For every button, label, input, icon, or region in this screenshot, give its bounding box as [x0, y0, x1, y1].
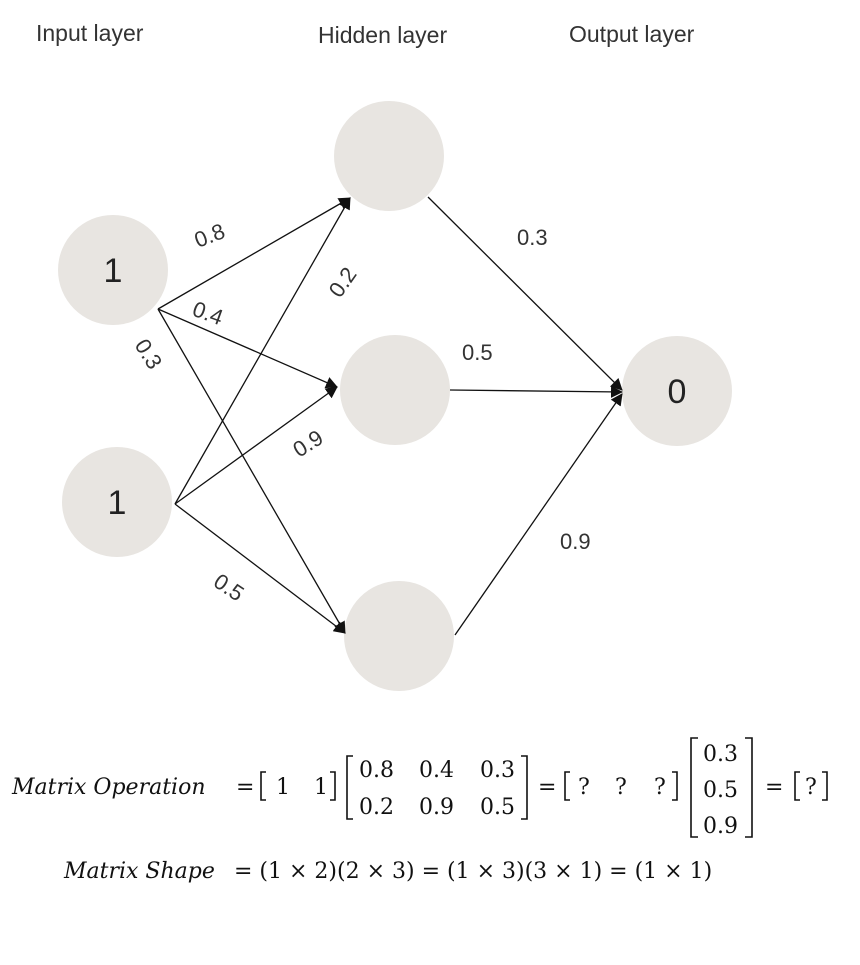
output-layer-title: Output layer [569, 21, 695, 47]
output-weights-left-bracket [690, 737, 698, 838]
result-value: ? [805, 775, 817, 800]
edge-h2-o [449, 385, 623, 398]
weight-matrix-r1c1: 0.8 [359, 758, 394, 783]
hidden-node-3 [344, 581, 454, 691]
matrix-operation-equation: Matrix Operation = 1 1 0.8 0.4 0.3 0.2 0… [11, 737, 828, 839]
hidden-vector-value-3: ? [654, 775, 666, 800]
equals-sign-3: = [765, 775, 783, 800]
output-weight-1: 0.3 [703, 742, 738, 767]
hidden-node-1 [334, 101, 444, 211]
weight-matrix-r2c2: 0.9 [419, 795, 454, 820]
matrix-shape-label: Matrix Shape [63, 859, 215, 884]
weight-h3-o: 0.9 [560, 529, 591, 554]
output-node-value: 0 [668, 373, 687, 411]
edge-i1-h3 [157, 308, 346, 634]
weight-h1-o: 0.3 [517, 225, 548, 250]
edge-i2-h1 [174, 197, 351, 505]
equals-sign-1: = [236, 775, 254, 800]
weight-matrix-r2c1: 0.2 [359, 795, 394, 820]
output-node [622, 336, 732, 446]
row-vector-right-bracket [330, 771, 336, 801]
equals-sign-2: = [538, 775, 556, 800]
input-node-2 [62, 447, 172, 557]
output-weight-2: 0.5 [703, 778, 738, 803]
result-right-bracket [822, 771, 828, 801]
row-vector-left-bracket [260, 771, 266, 801]
weight-matrix-r1c2: 0.4 [419, 758, 454, 783]
hidden-layer-title: Hidden layer [318, 22, 447, 48]
hidden-vector-value-2: ? [615, 775, 627, 800]
edge-h3-o [454, 393, 623, 636]
input-node-1-value: 1 [104, 252, 123, 290]
result-left-bracket [794, 771, 800, 801]
row-vector-value-1: 1 [276, 775, 290, 800]
input-node-1 [58, 215, 168, 325]
input-node-2-value: 1 [108, 484, 127, 522]
weight-i1-h1: 0.8 [191, 218, 229, 252]
hidden-vector-left-bracket [564, 771, 570, 801]
output-weight-3: 0.9 [703, 814, 738, 839]
weight-matrix-left-bracket [346, 755, 353, 820]
edge-i2-h3 [174, 503, 346, 634]
hidden-vector-value-1: ? [578, 775, 590, 800]
edge-i1-h1 [157, 197, 351, 310]
weight-matrix-r2c3: 0.5 [480, 795, 515, 820]
input-layer-title: Input layer [36, 20, 144, 46]
row-vector-value-2: 1 [314, 775, 328, 800]
matrix-shape-expression: = (1 × 2)(2 × 3) = (1 × 3)(3 × 1) = (1 ×… [234, 859, 712, 884]
weight-i1-h3: 0.3 [130, 334, 167, 373]
matrix-shape-equation: Matrix Shape = (1 × 2)(2 × 3) = (1 × 3)(… [63, 859, 712, 884]
weight-matrix-r1c3: 0.3 [480, 758, 515, 783]
weight-i2-h2: 0.9 [288, 425, 327, 462]
edge-h1-o [427, 196, 623, 391]
weight-i2-h3: 0.5 [209, 568, 248, 606]
weight-matrix-right-bracket [521, 755, 528, 820]
matrix-operation-label: Matrix Operation [11, 775, 206, 800]
hidden-node-2 [340, 335, 450, 445]
weight-h2-o: 0.5 [462, 340, 493, 365]
output-weights-right-bracket [745, 737, 753, 838]
edge-i1-h2 [157, 308, 338, 389]
hidden-vector-right-bracket [672, 771, 678, 801]
edge-i2-h2 [174, 386, 338, 505]
weight-i2-h1: 0.2 [324, 262, 362, 301]
